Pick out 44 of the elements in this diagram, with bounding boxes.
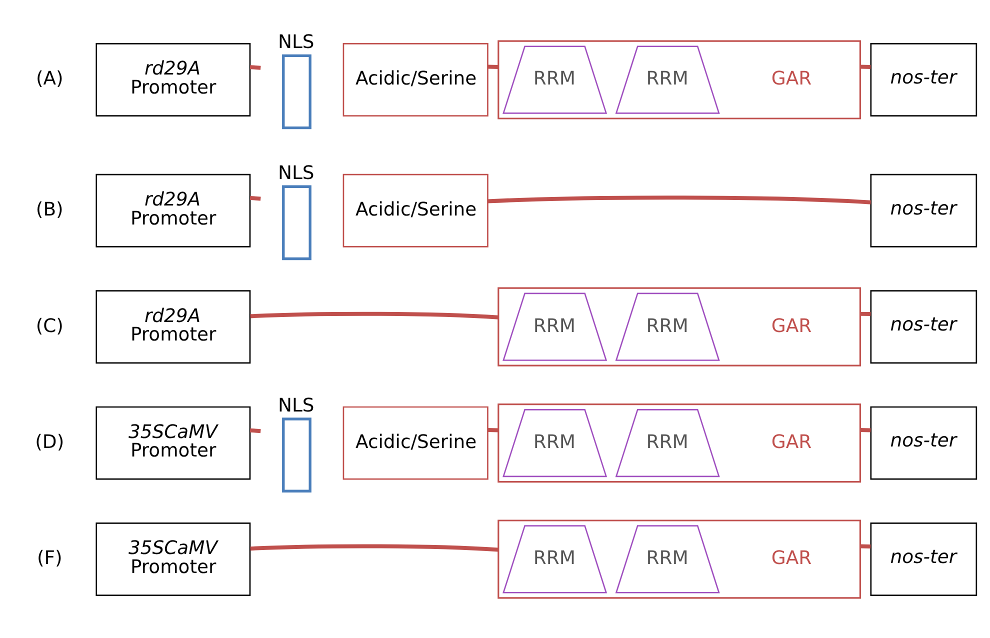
cluster <box>498 286 862 366</box>
node-box: Acidic/Serine <box>342 173 488 247</box>
connector <box>860 64 871 68</box>
node-text: GAR <box>771 548 812 569</box>
connector <box>860 544 871 548</box>
node-box: nos-ter <box>870 173 978 247</box>
node-box <box>282 54 312 129</box>
connector <box>250 311 499 319</box>
connector <box>488 428 498 432</box>
cluster <box>498 519 862 598</box>
node-box: rd29A Promoter <box>96 173 251 247</box>
label: (B) <box>36 199 64 220</box>
node-text: GAR <box>771 68 812 90</box>
node-box: nos-ter <box>870 290 978 364</box>
node-box: nos-ter <box>870 522 978 596</box>
node-label: NLS <box>278 162 314 184</box>
node-box <box>282 184 312 260</box>
label: (A) <box>36 68 64 90</box>
node-box <box>282 417 312 492</box>
connector <box>488 195 871 204</box>
connector <box>250 544 499 552</box>
node-box: rd29A Promoter <box>96 290 251 364</box>
label: (C) <box>36 315 64 336</box>
node-text: GAR <box>771 315 812 336</box>
node-label: NLS <box>278 31 314 52</box>
node-label: NLS <box>278 394 314 416</box>
node-box: nos-ter <box>870 42 978 116</box>
connector <box>250 428 261 433</box>
connector <box>250 196 261 200</box>
node-box: nos-ter <box>870 406 978 480</box>
connector <box>488 64 498 68</box>
node-box: 35SCaMV Promoter <box>96 522 251 596</box>
node-box: Acidic/Serine <box>342 42 488 116</box>
connector <box>860 311 871 316</box>
node-box: 35SCaMV Promoter <box>96 406 251 480</box>
node-text: GAR <box>771 431 812 452</box>
label: (F) <box>36 548 62 569</box>
node-box: rd29A Promoter <box>96 42 251 116</box>
cluster <box>498 40 862 119</box>
connector <box>250 64 261 70</box>
connector <box>860 428 871 432</box>
cluster <box>498 403 862 482</box>
node-box: Acidic/Serine <box>342 406 488 480</box>
label: (D) <box>35 431 64 452</box>
